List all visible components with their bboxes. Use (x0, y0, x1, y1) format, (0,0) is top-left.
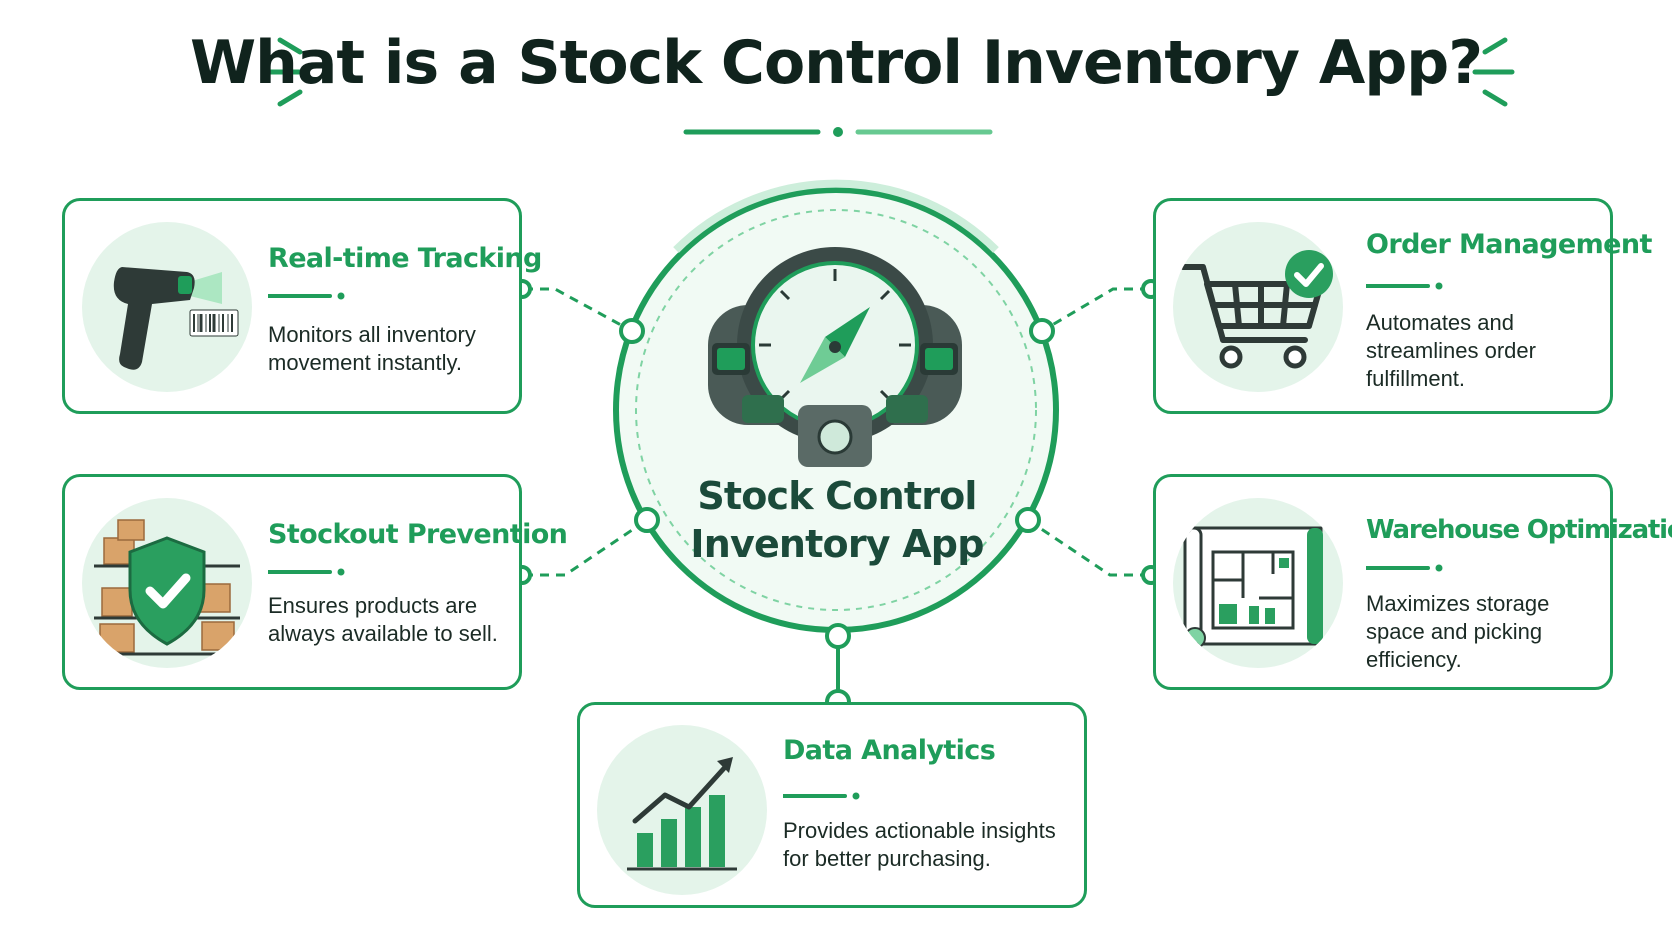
feature-title: Data Analytics (783, 735, 996, 766)
page-title: What is a Stock Control Inventory App? (189, 28, 1483, 98)
title-rule (268, 568, 345, 576)
feature-card-stockout-prevention: Stockout Prevention Ensures products are… (62, 474, 568, 690)
bar-chart-growth-icon (627, 757, 737, 871)
warehouse-blueprint-icon (1183, 526, 1323, 649)
shopping-cart-check-icon (1180, 250, 1333, 369)
feature-title: Order Management (1366, 229, 1652, 260)
feature-description: Provides actionable insights for better … (783, 818, 1056, 871)
shield-check-icon (94, 519, 240, 656)
hub-label: Stock Control Inventory App (690, 474, 984, 566)
connector-lines (524, 287, 1149, 577)
feature-title: Stockout Prevention (268, 519, 568, 550)
feature-description: Maximizes storage space and picking effi… (1366, 591, 1550, 672)
barcode-scanner-icon (113, 267, 239, 370)
title-decoration-right (1472, 37, 1515, 107)
feature-title: Real-time Tracking (268, 243, 542, 274)
title-rule (783, 792, 860, 800)
title-rule (268, 292, 345, 300)
feature-title: Warehouse Optimization (1366, 515, 1672, 545)
feature-card-real-time-tracking: Real-time Tracking Monitors all inventor… (62, 198, 542, 414)
compass-control-panel-icon (708, 247, 962, 467)
title-underline (683, 127, 993, 137)
feature-description: Monitors all inventory movement instantl… (268, 322, 476, 375)
feature-card-order-management: Order Management Automates and streamlin… (1153, 198, 1652, 414)
feature-card-data-analytics: Data Analytics Provides actionable insig… (577, 702, 1087, 908)
feature-description: Ensures products are always available to… (268, 593, 498, 646)
title-rule (1366, 282, 1443, 290)
title-decoration-left (260, 37, 303, 107)
title-rule (1366, 564, 1443, 572)
feature-card-warehouse-optimization: Warehouse Optimization Maximizes storage… (1153, 474, 1672, 690)
feature-description: Automates and streamlines order fulfillm… (1366, 310, 1536, 391)
